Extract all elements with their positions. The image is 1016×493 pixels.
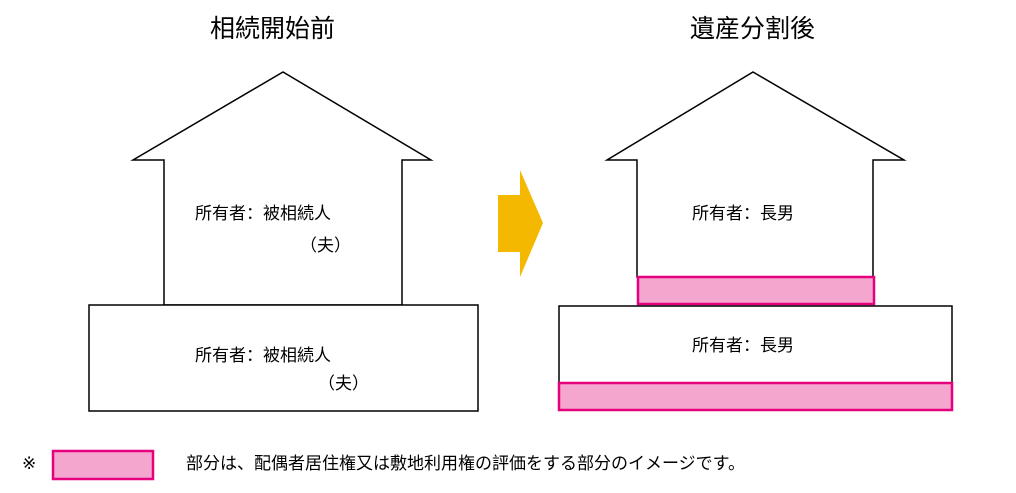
house-highlight xyxy=(636,275,876,306)
transition-arrow xyxy=(498,170,543,277)
house-after-owner: 所有者：長男 xyxy=(692,204,794,224)
house-before-owner-relation: （夫） xyxy=(300,236,351,256)
legend-text: 部分は、配偶者居住権又は敷地利用権の評価をする部分のイメージです。 xyxy=(186,454,745,474)
land-after xyxy=(558,305,953,384)
land-after-owner: 所有者：長男 xyxy=(692,336,794,356)
land-before xyxy=(88,304,479,412)
title-before: 相続開始前 xyxy=(210,14,336,43)
land-highlight xyxy=(557,381,954,412)
title-after: 遺産分割後 xyxy=(690,14,816,43)
house-before-owner: 所有者：被相続人 xyxy=(195,204,331,224)
legend-swatch xyxy=(51,449,155,481)
house-before xyxy=(130,71,434,306)
legend-marker: ※ xyxy=(22,454,37,474)
house-after xyxy=(604,71,907,278)
land-before-owner-relation: （夫） xyxy=(318,374,369,394)
land-before-owner: 所有者：被相続人 xyxy=(195,346,331,366)
